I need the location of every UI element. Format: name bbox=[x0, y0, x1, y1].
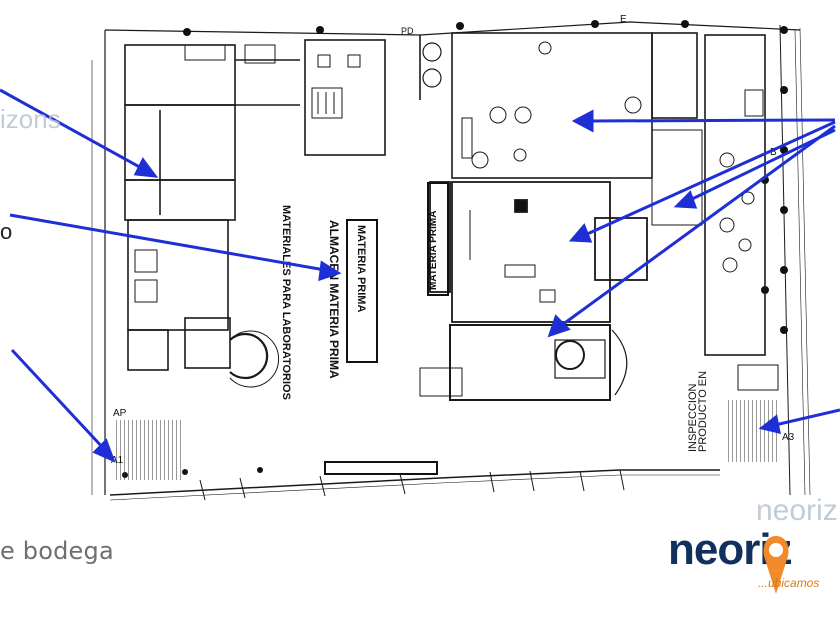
label-a3: A3 bbox=[782, 432, 795, 443]
label-a1: A1 bbox=[111, 455, 124, 466]
production-area bbox=[419, 32, 698, 179]
label-producto-en: PRODUCTO EN bbox=[697, 371, 709, 452]
label-materiales-laboratorios: MATERIALES PARA LABORATORIOS bbox=[280, 205, 292, 400]
plan-labels: PD MATERIA PRIMA MATERIA PRIMA ALMACEN M… bbox=[111, 14, 795, 466]
annotation-arrows bbox=[0, 88, 840, 463]
label-ap: AP bbox=[113, 408, 127, 419]
map-pin-icon bbox=[763, 536, 789, 594]
loading-dock-hatch bbox=[113, 400, 780, 480]
logo-tagline: ...ubicamos bbox=[758, 576, 820, 590]
label-materia-prima-box: MATERIA PRIMA bbox=[355, 225, 367, 312]
watermark-left-text: izons bbox=[0, 104, 61, 134]
right-wing-rooms bbox=[651, 34, 779, 391]
watermark-right-text: neoriz bbox=[756, 494, 838, 527]
label-materia-prima-vertical: MATERIA PRIMA bbox=[428, 211, 439, 290]
building-outline bbox=[91, 21, 811, 501]
structural-columns bbox=[122, 20, 788, 478]
label-inspeccion: INSPECCION bbox=[687, 383, 699, 452]
left-office-rooms bbox=[124, 44, 300, 371]
cropped-edge-text: o bbox=[0, 219, 13, 244]
label-almacen: ALMACEN MATERIA PRIMA bbox=[327, 220, 341, 379]
storage-boxes bbox=[324, 182, 449, 475]
spiral-stair-left bbox=[229, 330, 279, 388]
slide-caption: e bodega bbox=[0, 537, 114, 565]
lab-block bbox=[429, 181, 648, 323]
label-b: B bbox=[770, 147, 777, 158]
stair-room-right bbox=[419, 324, 628, 401]
service-rooms bbox=[304, 39, 386, 156]
label-e: E bbox=[620, 14, 627, 25]
bottom-windows bbox=[199, 469, 625, 501]
label-pd: PD bbox=[401, 26, 414, 36]
